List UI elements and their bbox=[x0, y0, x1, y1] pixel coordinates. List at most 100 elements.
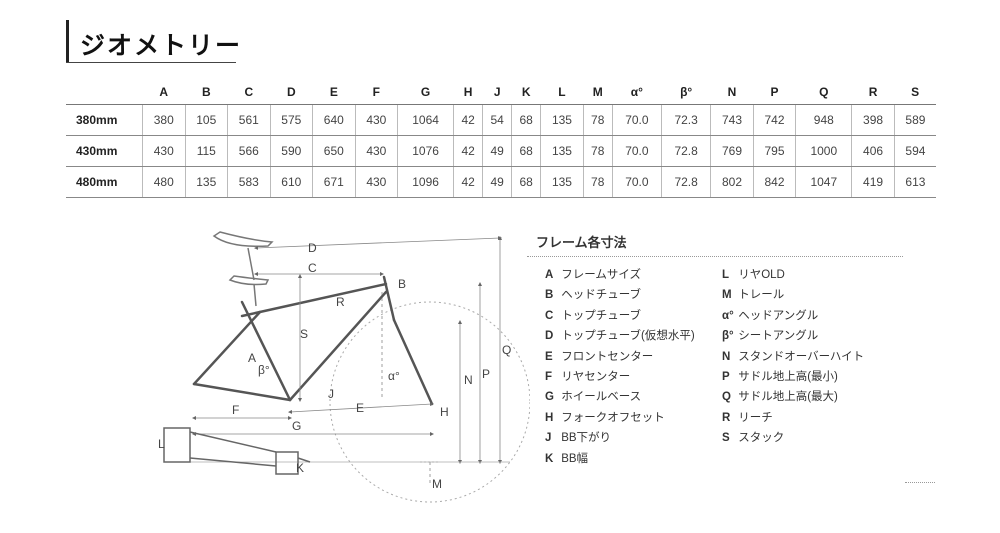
table-row-label: 430mm bbox=[66, 135, 143, 167]
legend-item: P サドル地上高(最小) bbox=[722, 368, 864, 388]
table-cell: 1096 bbox=[397, 166, 454, 198]
table-header-cell: H bbox=[453, 80, 483, 105]
table-cell: 72.3 bbox=[660, 104, 711, 136]
legend-item-text: サドル地上高(最小) bbox=[738, 370, 838, 383]
table-header-cell: P bbox=[753, 80, 796, 105]
table-header-cell: C bbox=[227, 80, 271, 105]
legend-item-text: BB下がり bbox=[561, 432, 612, 445]
legend-divider bbox=[527, 256, 903, 257]
legend-item-text: シートアングル bbox=[738, 330, 819, 343]
table-cell: 430 bbox=[354, 166, 398, 198]
legend-item: M トレール bbox=[722, 286, 864, 306]
label-E: E bbox=[356, 401, 364, 415]
footer-divider bbox=[905, 482, 935, 483]
table-cell: 1076 bbox=[397, 135, 454, 167]
legend-item: H フォークオフセット bbox=[545, 409, 695, 429]
legend-item-text: トップチューブ bbox=[561, 309, 642, 322]
legend-item: β° シートアングル bbox=[722, 327, 864, 347]
legend-item-text: ヘッドアングル bbox=[738, 309, 819, 322]
table-header-cell: E bbox=[312, 80, 356, 105]
table-cell: 68 bbox=[511, 166, 541, 198]
table-cell: 583 bbox=[227, 166, 271, 198]
legend-item: C トップチューブ bbox=[545, 307, 695, 327]
legend-item-text: BB幅 bbox=[561, 452, 589, 465]
legend-item-key: B bbox=[545, 289, 554, 302]
legend-item-key: R bbox=[722, 411, 731, 424]
table-header-cell: N bbox=[710, 80, 754, 105]
table-cell: 68 bbox=[511, 135, 541, 167]
label-C: C bbox=[308, 261, 317, 275]
table-cell: 802 bbox=[710, 166, 754, 198]
label-N: N bbox=[464, 373, 473, 387]
table-cell: 671 bbox=[312, 166, 356, 198]
legend-item: R リーチ bbox=[722, 409, 864, 429]
table-cell: 78 bbox=[582, 135, 613, 167]
table-header-cell: G bbox=[397, 80, 454, 105]
table-header-cell: D bbox=[270, 80, 313, 105]
legend-item-key: F bbox=[545, 370, 553, 383]
table-cell: 575 bbox=[269, 104, 313, 136]
label-L: L bbox=[158, 437, 165, 451]
label-F: F bbox=[232, 403, 239, 417]
legend-item-key: P bbox=[722, 370, 730, 383]
legend-item-text: トップチューブ(仮想水平) bbox=[561, 330, 695, 343]
legend-item: α° ヘッドアングル bbox=[722, 307, 864, 327]
label-Q: Q bbox=[502, 343, 511, 357]
table-cell: 590 bbox=[269, 135, 313, 167]
legend-item: F リヤセンター bbox=[545, 368, 695, 388]
table-cell: 406 bbox=[851, 135, 895, 167]
table-cell: 430 bbox=[142, 135, 186, 167]
table-cell: 769 bbox=[710, 135, 754, 167]
table-header-cell: A bbox=[142, 80, 186, 105]
legend-item-key: β° bbox=[722, 330, 734, 343]
label-K: K bbox=[296, 461, 304, 475]
legend-item: G ホイールベース bbox=[545, 388, 695, 408]
label-M: M bbox=[432, 477, 442, 491]
front-wheel bbox=[329, 301, 530, 503]
table-cell: 594 bbox=[893, 135, 936, 167]
legend-item-key: G bbox=[545, 391, 554, 404]
table-cell: 49 bbox=[482, 166, 512, 198]
legend-item-text: スタック bbox=[738, 432, 785, 445]
table-cell: 480 bbox=[142, 166, 186, 198]
table-cell: 49 bbox=[482, 135, 512, 167]
legend-item-key: A bbox=[545, 269, 554, 281]
dimension-labels: D C B R S A β° α° Q N P F J E H G L K M bbox=[158, 241, 511, 491]
legend-item-text: フレームサイズ bbox=[561, 269, 642, 281]
table-header-cell: Q bbox=[795, 80, 852, 105]
label-G: G bbox=[292, 419, 301, 433]
table-cell: 640 bbox=[312, 104, 356, 136]
table-cell: 743 bbox=[710, 104, 754, 136]
table-cell: 613 bbox=[893, 166, 936, 198]
legend-item: E フロントセンター bbox=[545, 348, 695, 368]
table-cell: 589 bbox=[893, 104, 936, 136]
rear-triangle-top-view bbox=[163, 427, 311, 475]
legend-item-key: J bbox=[545, 432, 552, 445]
label-P: P bbox=[482, 367, 490, 381]
legend-title: フレーム各寸法 bbox=[536, 235, 627, 250]
legend-item-text: フロントセンター bbox=[561, 350, 654, 363]
legend-item-key: N bbox=[722, 350, 731, 363]
table-cell: 430 bbox=[354, 104, 398, 136]
table-row-label: 380mm bbox=[66, 104, 143, 136]
table-cell: 42 bbox=[453, 166, 483, 198]
page-title: ジオメトリー bbox=[80, 31, 243, 60]
legend-item-text: サドル地上高(最大) bbox=[738, 391, 838, 404]
table-header-cell: L bbox=[540, 80, 584, 105]
bike-frame bbox=[192, 275, 434, 406]
dimension-lines bbox=[190, 236, 510, 486]
legend-item-key: M bbox=[722, 289, 732, 302]
legend-item-key: K bbox=[545, 452, 554, 465]
table-cell: 742 bbox=[752, 104, 796, 136]
table-header-cell: α° bbox=[612, 80, 662, 105]
table-header-cell: F bbox=[355, 80, 398, 105]
legend-item-text: ホイールベース bbox=[561, 391, 642, 404]
legend-item-key: H bbox=[545, 411, 554, 424]
table-cell: 380 bbox=[142, 104, 186, 136]
table-row-label: 480mm bbox=[66, 166, 143, 198]
table-cell: 78 bbox=[582, 166, 613, 198]
